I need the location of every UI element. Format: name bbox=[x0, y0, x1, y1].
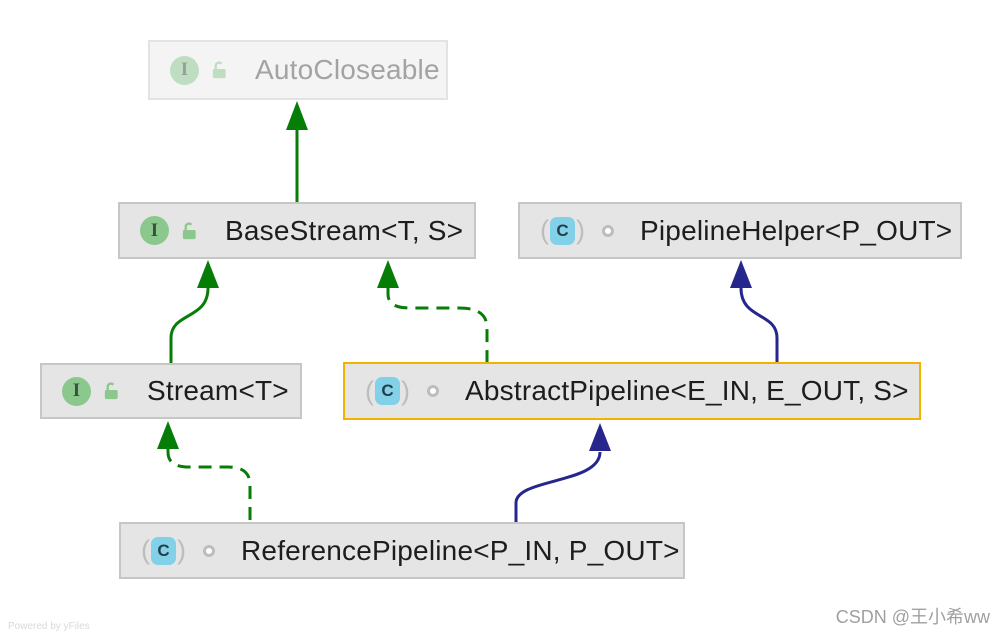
visibility-icon bbox=[203, 544, 215, 557]
visibility-icon bbox=[602, 224, 614, 237]
edge-referencepipeline-stream[interactable] bbox=[166, 449, 252, 522]
node-autocloseable[interactable]: I AutoCloseable bbox=[148, 40, 448, 100]
unlock-icon bbox=[102, 381, 121, 401]
arrowhead-stream bbox=[157, 421, 179, 449]
node-referencepipeline[interactable]: ( C ) ReferencePipeline<P_IN, P_OUT> bbox=[119, 522, 685, 579]
node-label: AbstractPipeline<E_IN, E_OUT, S> bbox=[465, 375, 909, 406]
visibility-icon bbox=[427, 385, 439, 397]
node-label: BaseStream<T, S> bbox=[225, 214, 464, 246]
unlock-icon bbox=[210, 60, 229, 80]
node-label: PipelineHelper<P_OUT> bbox=[640, 214, 953, 246]
abstract-class-icon: ( C ) bbox=[365, 375, 410, 406]
edge-abstractpipeline-basestream[interactable] bbox=[386, 287, 489, 362]
arrowhead-autocloseable bbox=[286, 101, 308, 130]
arrowhead-basestream-left bbox=[197, 260, 219, 288]
interface-icon: I bbox=[140, 216, 169, 245]
node-label: ReferencePipeline<P_IN, P_OUT> bbox=[241, 534, 680, 566]
powered-by-watermark: Powered by yFiles bbox=[8, 621, 90, 632]
node-abstractpipeline[interactable]: ( C ) AbstractPipeline<E_IN, E_OUT, S> bbox=[343, 362, 921, 420]
interface-icon: I bbox=[170, 55, 199, 85]
node-label: Stream<T> bbox=[147, 375, 289, 406]
arrowhead-pipelinehelper bbox=[730, 260, 752, 288]
unlock-icon bbox=[180, 221, 199, 241]
csdn-watermark: CSDN @王小希ww bbox=[835, 607, 990, 627]
node-basestream[interactable]: I BaseStream<T, S> bbox=[118, 202, 476, 259]
interface-icon: I bbox=[62, 376, 91, 406]
abstract-class-icon: ( C ) bbox=[540, 215, 585, 245]
abstract-class-icon: ( C ) bbox=[141, 535, 186, 565]
node-label: AutoCloseable bbox=[255, 54, 440, 85]
edge-abstractpipeline-pipelinehelper[interactable] bbox=[739, 287, 779, 362]
edge-referencepipeline-abstractpipeline[interactable] bbox=[514, 451, 602, 522]
edge-stream-basestream[interactable] bbox=[169, 287, 210, 363]
node-pipelinehelper[interactable]: ( C ) PipelineHelper<P_OUT> bbox=[518, 202, 962, 259]
arrowhead-basestream-right bbox=[377, 260, 399, 288]
arrowhead-abstractpipeline bbox=[589, 423, 611, 451]
node-stream[interactable]: I Stream<T> bbox=[40, 363, 302, 419]
